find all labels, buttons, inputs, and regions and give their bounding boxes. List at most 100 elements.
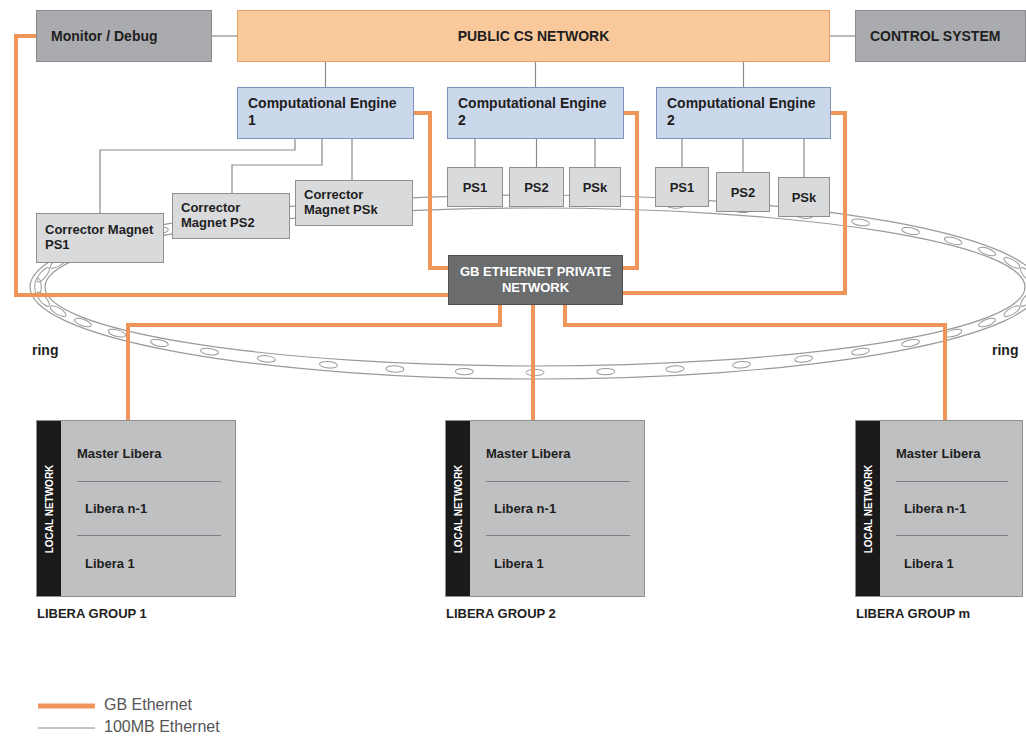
ring-segment: [794, 355, 813, 363]
power-supply-box: Corrector Magnet PSk: [295, 180, 413, 226]
libera-unit: Master Libera: [486, 446, 571, 461]
ring-segment: [150, 338, 169, 348]
ring-segment: [1003, 304, 1022, 319]
network-bar: PUBLIC CS NETWORK: [237, 10, 830, 62]
box-label: Corrector Magnet PSk: [304, 188, 404, 218]
ring-segment: [200, 347, 219, 356]
fast-ethernet-link: [594, 139, 595, 167]
power-supply-box: PSk: [778, 177, 830, 217]
ring-segment: [851, 218, 870, 227]
ring-label: ring: [990, 342, 1020, 358]
libera-unit: Libera n-1: [85, 501, 147, 516]
libera-unit: Libera 1: [494, 556, 544, 571]
power-supply-box: PSk: [569, 167, 621, 207]
box-label: PS1: [463, 180, 488, 195]
ring-segment: [666, 365, 684, 372]
power-supply-box: PS2: [509, 167, 564, 207]
group-caption: LIBERA GROUP 1: [37, 606, 147, 621]
libera-group: LOCAL NETWORK Master LiberaLibera n-1Libe…: [36, 420, 236, 597]
engine-box: Computational Engine 1: [237, 87, 414, 139]
power-supply-box: Corrector Magnet PS1: [36, 213, 164, 263]
ring-label: ring: [30, 342, 60, 358]
libera-unit: Master Libera: [896, 446, 981, 461]
network-switch: GB ETHERNET PRIVATE NETWORK: [448, 255, 623, 305]
legend-text: GB Ethernet: [104, 696, 192, 714]
network-label: LOCAL NETWORK: [453, 464, 464, 553]
legend-swatch: [38, 704, 95, 709]
ring-segments: [35, 198, 1026, 375]
libera-unit: Libera 1: [904, 556, 954, 571]
ring-segment: [1019, 290, 1026, 308]
gigabit-link: [623, 113, 637, 268]
box-label: Corrector Magnet PS1: [45, 223, 155, 253]
ring-segment: [732, 361, 750, 369]
libera-row: Libera n-1: [896, 482, 1008, 537]
gigabit-link: [531, 305, 535, 420]
box-label: Monitor / Debug: [51, 28, 158, 44]
ring-segment: [386, 365, 404, 372]
libera-row: Libera n-1: [77, 482, 221, 537]
group-caption: LIBERA GROUP m: [856, 606, 970, 621]
libera-unit: Libera n-1: [494, 501, 556, 516]
legend-text: 100MB Ethernet: [104, 718, 220, 736]
system-box: CONTROL SYSTEM: [855, 10, 1026, 62]
fast-ethernet-link: [536, 139, 537, 167]
ring-segment: [319, 361, 337, 369]
libera-row: Master Libera: [896, 427, 1008, 482]
box-label: PSk: [583, 180, 608, 195]
gigabit-link: [16, 36, 448, 295]
group-caption: LIBERA GROUP 2: [446, 606, 556, 621]
ring-segment: [35, 266, 51, 284]
engine-box: Computational Engine 2: [447, 87, 624, 139]
ring-segment: [978, 316, 997, 328]
ring-segment: [1003, 256, 1022, 271]
box-label: PS2: [524, 180, 549, 195]
libera-row: Libera 1: [486, 536, 630, 590]
network-label: LOCAL NETWORK: [863, 464, 874, 553]
ring-segment: [597, 368, 615, 375]
ring-segment: [35, 290, 51, 308]
libera-group: LOCAL NETWORK Master LiberaLibera n-1Libe…: [445, 420, 645, 597]
box-label: PSk: [792, 190, 817, 205]
box-label: PS1: [670, 180, 695, 195]
power-supply-box: PS1: [655, 167, 709, 207]
ring-segment: [257, 355, 276, 363]
ring-segment: [455, 368, 473, 375]
power-supply-box: Corrector Magnet PS2: [172, 193, 290, 239]
ring-segment: [901, 226, 920, 236]
libera-unit: Libera 1: [85, 556, 135, 571]
box-label: Computational Engine 2: [667, 95, 820, 129]
ring-segment: [49, 304, 68, 319]
libera-unit: Master Libera: [77, 446, 162, 461]
ring-segment: [1019, 266, 1026, 284]
box-label: GB ETHERNET PRIVATE NETWORK: [455, 264, 616, 295]
fast-ethernet-link: [212, 35, 237, 36]
box-label: Corrector Magnet PS2: [181, 201, 281, 231]
libera-row: Libera 1: [896, 536, 1008, 590]
fast-ethernet-link: [742, 139, 743, 172]
libera-row: Libera n-1: [486, 482, 630, 537]
gigabit-link: [414, 113, 448, 268]
system-box: Monitor / Debug: [36, 10, 212, 62]
box-label: PS2: [731, 185, 756, 200]
libera-unit: Libera n-1: [904, 501, 966, 516]
box-label: Computational Engine 2: [458, 95, 613, 129]
box-label: CONTROL SYSTEM: [870, 28, 1000, 44]
box-label: Computational Engine 1: [248, 95, 403, 129]
fast-ethernet-link: [743, 62, 744, 87]
fast-ethernet-link: [803, 139, 804, 177]
ring-segment: [944, 235, 963, 246]
ring-segment: [73, 316, 92, 328]
engine-box: Computational Engine 2: [656, 87, 831, 139]
ring-segment: [107, 328, 126, 339]
fast-ethernet-link: [474, 139, 475, 167]
fast-ethernet-link: [830, 35, 855, 36]
legend-swatch: [38, 728, 95, 729]
libera-row: Libera 1: [77, 536, 221, 590]
libera-group: LOCAL NETWORK Master LiberaLibera n-1Libe…: [855, 420, 1023, 597]
libera-row: Master Libera: [77, 427, 221, 482]
power-supply-box: PS2: [716, 172, 770, 212]
ring-segment: [851, 347, 870, 356]
network-label: LOCAL NETWORK: [44, 464, 55, 553]
fast-ethernet-link: [351, 139, 352, 180]
